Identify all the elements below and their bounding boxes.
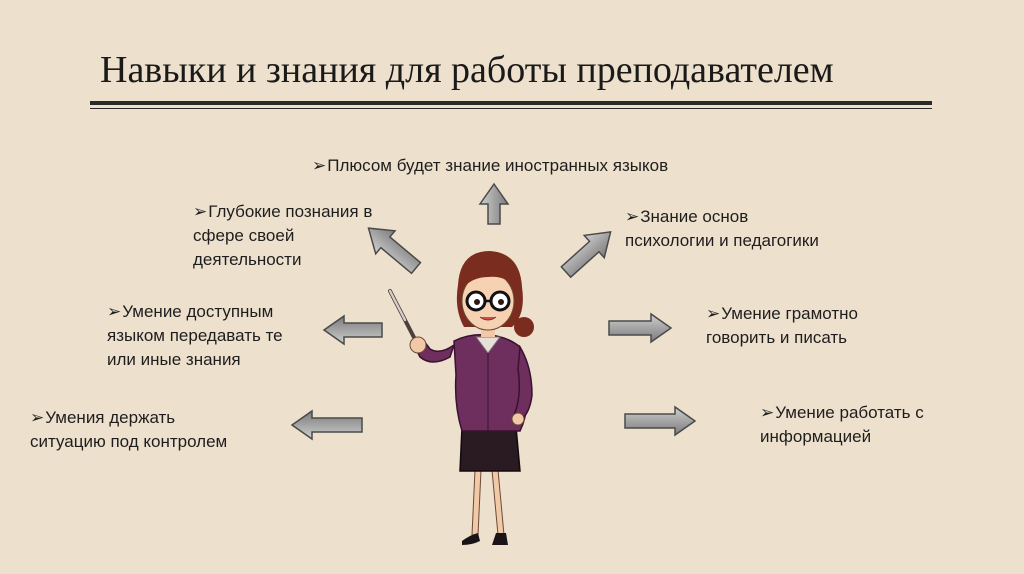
item-literacy: ➢Умение грамотно говорить и писать — [706, 304, 858, 347]
arrow-left-lower — [290, 409, 363, 441]
title-underline-thick — [90, 101, 932, 105]
bullet-icon: ➢ — [193, 202, 208, 221]
item-control: ➢Умения держать ситуацию под контролем — [30, 408, 228, 451]
bullet-icon: ➢ — [30, 408, 45, 427]
arrow-right-lower — [624, 405, 697, 437]
item-information: ➢Умение работать с информацией — [760, 403, 924, 446]
item-psychology: ➢Знание основ психологии и педагогики — [625, 207, 819, 250]
right-shoe — [492, 533, 508, 545]
arrow-up-right — [560, 230, 612, 279]
bullet-icon: ➢ — [625, 207, 640, 226]
skirt — [459, 426, 521, 472]
arrow-left-upper — [322, 314, 383, 346]
bullet-icon: ➢ — [760, 403, 775, 422]
bullet-icon: ➢ — [107, 302, 122, 321]
title-underline-thin — [90, 108, 932, 109]
teacher-illustration — [388, 251, 534, 545]
bullet-icon: ➢ — [312, 156, 327, 175]
arrow-right-upper — [608, 312, 673, 344]
slide-title: Навыки и знания для работы преподавателе… — [100, 49, 834, 91]
item-deep-knowledge: ➢Глубокие познания в сфере своей деятель… — [193, 202, 373, 269]
arrow-up — [478, 182, 510, 225]
bullet-icon: ➢ — [706, 304, 721, 323]
item-foreign-languages: ➢Плюсом будет знание иностранных языков — [312, 156, 669, 175]
arrow-up-left — [367, 227, 422, 275]
left-shoe — [462, 533, 480, 545]
item-accessible-language: ➢Умение доступным языком передавать те и… — [107, 302, 283, 369]
